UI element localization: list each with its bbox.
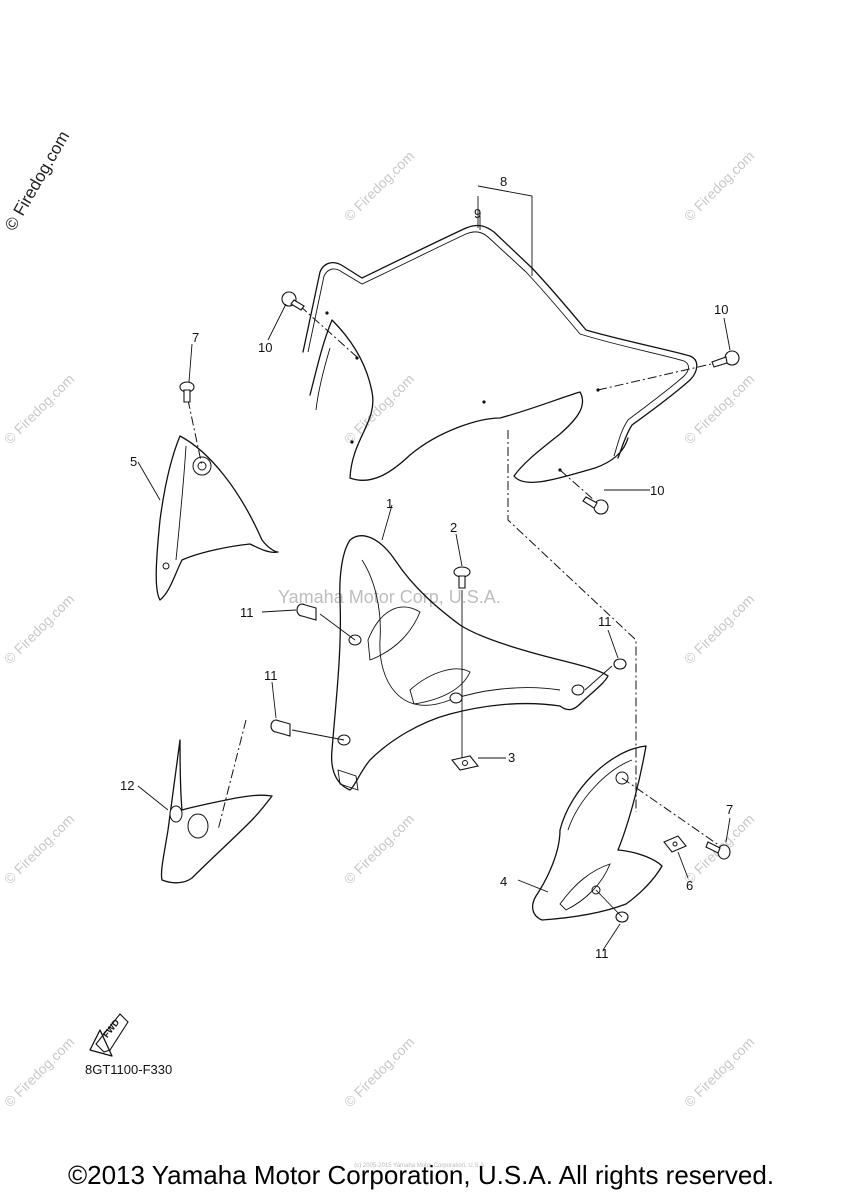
callout-11-left: 11 [264, 668, 278, 683]
windshield-hole [596, 388, 600, 392]
windshield-mount-line [597, 361, 721, 391]
copyright-notice: ©2013 Yamaha Motor Corporation, U.S.A. A… [67, 1160, 775, 1190]
screw-2 [453, 566, 471, 589]
windshield [309, 319, 629, 483]
site-watermark: © Firedog.com [341, 1034, 417, 1110]
grommet-11-upper-left [296, 603, 317, 621]
copyright-small: (c) 2005-2015 Yamaha Motor Corporation, … [354, 1163, 486, 1169]
callout-11-upper-left: 11 [240, 605, 254, 620]
lower-right-panel-mount-line [621, 777, 721, 847]
lower-right-panel [531, 745, 663, 921]
callout-9: 9 [474, 206, 481, 221]
bolt-10-left [281, 291, 305, 311]
callout-11-lower-right: 11 [595, 946, 609, 961]
front-cowling-duct [367, 606, 421, 661]
lower-left-panel-hole [187, 813, 209, 839]
watermark-layer: © Firedog.com © Firedog.com © Firedog.co… [1, 128, 757, 1110]
fwd-arrow-icon: FWD [89, 1013, 129, 1057]
bolt-7-right [705, 841, 731, 860]
front-cowling-duct [409, 668, 471, 705]
lower-right-panel-inner [567, 759, 633, 831]
site-watermark: © Firedog.com [341, 148, 417, 224]
lower-right-panel-vent [559, 863, 611, 911]
site-watermark: © Firedog.com [1, 591, 77, 667]
side-panel-left-mount-line [187, 399, 203, 467]
windshield-trim-inner [307, 231, 689, 457]
callout-7-left: 7 [192, 330, 199, 345]
callout-labels: 1 2 3 4 5 6 7 7 8 9 10 10 10 11 11 11 11… [120, 174, 733, 961]
front-cowling [330, 535, 609, 791]
front-cowling-mount-line [319, 613, 356, 641]
site-watermark: © Firedog.com [1, 1034, 77, 1110]
windshield-hole [350, 440, 354, 444]
bolt-10-right [711, 350, 740, 368]
front-cowling-mount-line [291, 729, 345, 741]
windshield-trim [302, 224, 698, 459]
site-watermark: © Firedog.com [681, 1034, 757, 1110]
callout-12: 12 [120, 778, 134, 793]
grommet-11-right [613, 658, 627, 670]
callout-10-left: 10 [258, 340, 272, 355]
callout-5: 5 [130, 454, 137, 469]
callout-11-right: 11 [598, 614, 612, 629]
callout-7-right: 7 [726, 802, 733, 817]
lower-left-panel [160, 739, 273, 884]
lower-left-panel-mount-line [217, 719, 247, 831]
front-cowling-tab [337, 769, 359, 791]
grommet-11-left [270, 719, 291, 737]
windshield-hole [325, 311, 329, 315]
callout-4: 4 [500, 874, 507, 889]
callout-10-lower: 10 [650, 483, 664, 498]
front-cowling-hole [571, 684, 585, 696]
callout-3: 3 [508, 750, 515, 765]
bolt-7-left [179, 381, 195, 403]
side-panel-left-hole [197, 461, 207, 471]
lower-left-panel-hole [169, 805, 183, 823]
callout-10-right: 10 [714, 302, 728, 317]
diagram-code: 8GT1100-F330 [85, 1062, 173, 1077]
front-cowling-inner [361, 559, 561, 706]
nut-3 [451, 755, 479, 771]
callout-6: 6 [686, 878, 693, 893]
callout-8: 8 [500, 174, 507, 189]
site-watermark: © Firedog.com [1, 811, 77, 887]
company-watermark: Yamaha Motor Corp, U.S.A. [278, 587, 501, 607]
callout-leaders [137, 185, 731, 951]
front-cowling-mount-line [584, 665, 613, 691]
windshield-edge [315, 347, 331, 411]
bolt-10-lower [582, 496, 609, 515]
callout-2: 2 [450, 520, 457, 535]
site-watermark: © Firedog.com [681, 591, 757, 667]
corner-watermark: © Firedog.com [1, 128, 73, 234]
site-watermark: © Firedog.com [341, 811, 417, 887]
site-watermark: © Firedog.com [681, 148, 757, 224]
front-cowling-hole [449, 692, 463, 704]
assembly-line [507, 430, 637, 812]
windshield-hole [482, 400, 486, 404]
side-panel-left-inner [175, 445, 187, 561]
callout-1: 1 [386, 496, 393, 511]
clip-6 [663, 835, 687, 853]
side-panel-left-hole [162, 562, 170, 570]
windshield-mount-line [299, 305, 358, 358]
side-panel-left [155, 435, 279, 601]
windshield-mount-line [559, 469, 595, 501]
windshield-hole [355, 356, 359, 360]
site-watermark: © Firedog.com [681, 371, 757, 447]
windshield-hole [558, 468, 562, 472]
lower-right-panel-mount-line [595, 889, 623, 918]
site-watermark: © Firedog.com [1, 371, 77, 447]
site-watermark: © Firedog.com [341, 371, 417, 447]
